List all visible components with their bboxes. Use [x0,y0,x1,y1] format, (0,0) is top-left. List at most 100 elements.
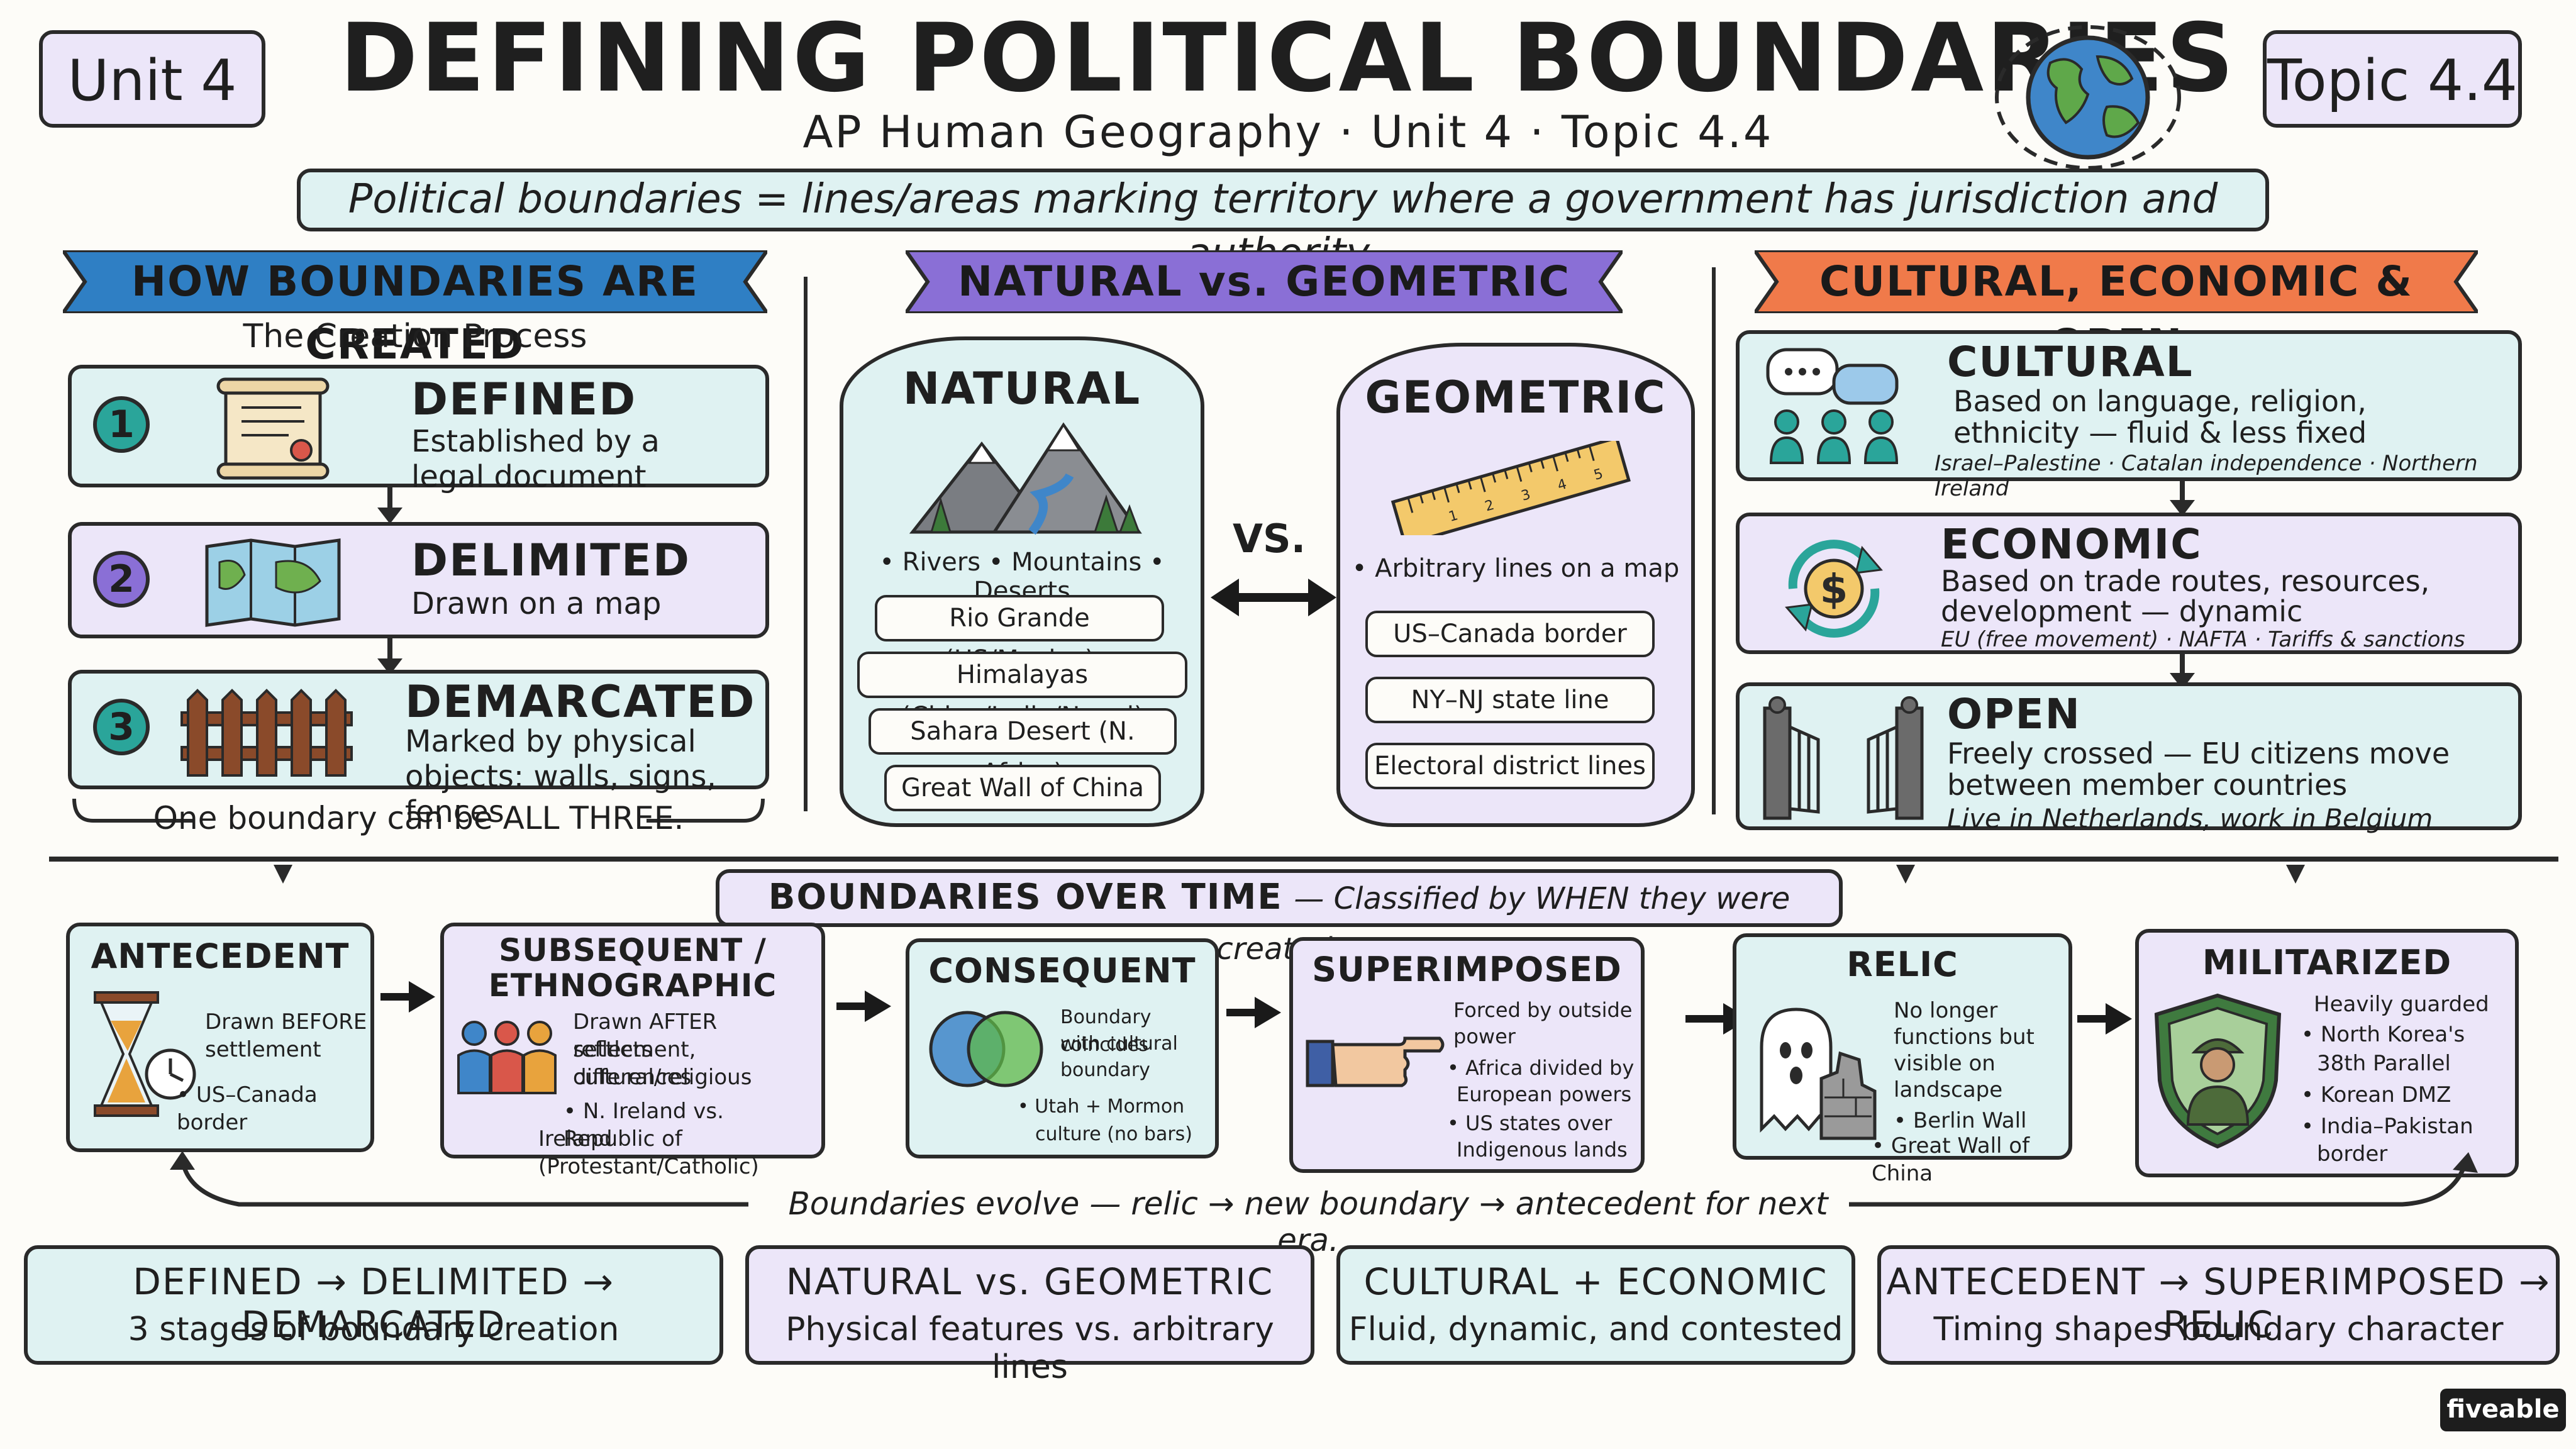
open-gate-icon [1763,696,1924,820]
step-desc: Drawn on a map [411,586,662,621]
double-arrow-icon [1211,579,1336,616]
timeline-card-text: border [2317,1141,2388,1167]
timeline-card-text: No longer [1894,998,1998,1023]
timeline-card-subsequent: SUBSEQUENT / ETHNOGRAPHIC Drawn AFTER se… [440,923,825,1179]
timeline-card-text: • N. Ireland vs. Republic of [564,1099,724,1152]
timeline-card-consequent: CONSEQUENT Boundary coincides with cultu… [906,938,1219,1158]
evolve-loop-arrow [170,1151,2478,1207]
banner-creation: HOW BOUNDARIES ARE CREATED [63,250,767,369]
timeline-card-antecedent: ANTECEDENT Drawn BEFORE settlement • US–… [66,923,374,1152]
step-desc: Established by a legal document [411,424,660,494]
step-title: DELIMITED [411,535,691,586]
cultural-desc: ethnicity — fluid & less fixed [1953,416,2367,450]
timeline-card-text: Drawn BEFORE [205,1009,367,1035]
banner-natgeo: NATURAL vs. GEOMETRIC [906,250,1623,313]
summary-title: NATURAL vs. GEOMETRIC [786,1260,1274,1303]
bracket-icon [72,798,765,823]
step-title: DEMARCATED [405,676,756,728]
definition-box: Political boundaries = lines/areas marki… [297,169,2269,277]
small-down-arrow-icon [1896,865,1915,884]
right-arrow-icon [1226,997,1281,1028]
economic-card: $ ECONOMIC Based on trade routes, resour… [1736,513,2522,654]
diverse-people-icon [457,1021,557,1094]
ruler-icon: 1 2 3 4 5 [1391,441,1631,535]
timeline-card-text: • Berlin Wall [1894,1108,2027,1133]
timeline-card-text: • Great Wall of China [1872,1133,2030,1186]
timeline-card-text: power [1453,1024,1516,1048]
geometric-features: • Arbitrary lines on a map [1352,554,1680,583]
step-delimited: 2 DELIMITED Drawn on a map [68,522,769,638]
vs-label: VS. [1233,516,1306,562]
geometric-title: GEOMETRIC [1365,372,1667,423]
timeline-card-relic: RELIC No longer functions but visible on… [1733,933,2072,1186]
timeline-card-text: Indigenous lands [1457,1138,1628,1162]
cultural-examples: Israel–Palestine · Catalan independence … [1935,451,2478,501]
economic-desc: Based on trade routes, resources, [1941,564,2430,598]
fence-icon [180,689,353,777]
step-number: 3 [93,699,150,755]
timeline-header: BOUNDARIES OVER TIME — Classified by WHE… [716,869,1843,967]
open-title: OPEN [1947,690,2081,738]
step-desc: Marked by physical objects: walls, signs… [405,724,716,830]
small-down-arrow-icon [2286,865,2305,884]
banner-cultural: CULTURAL, ECONOMIC & OPEN [1755,250,2478,369]
fiveable-logo: fiveable [2440,1389,2566,1431]
timeline-card-text: • Africa divided by [1447,1056,1635,1080]
timeline-card-text: • North Korea's [2301,1022,2465,1047]
banner-natgeo-label: NATURAL vs. GEOMETRIC [957,257,1571,306]
down-arrow-icon [2170,481,2195,516]
geometric-example: NY–NJ state line [1365,677,1655,723]
summary-sub: Timing shapes boundary character [1933,1311,2504,1348]
natural-example: Rio Grande (US/Mexico) [875,595,1164,674]
summary-title: CULTURAL + ECONOMIC [1363,1260,1828,1303]
pointing-hand-icon [1306,1036,1445,1087]
geometric-panel: GEOMETRIC 1 2 3 4 5 • Arbitrary lines on… [1336,343,1695,827]
step-defined: 1 DEFINED Established by a legal documen… [68,365,769,494]
globe-icon [1995,25,2181,170]
dollar-cycle-icon: $ [1785,540,1883,638]
right-arrow-icon [2077,1003,2132,1035]
ruler-number: 5 [1592,466,1604,484]
natural-features: • Rivers • Mountains • Deserts [879,548,1165,606]
evolve-caption: Boundaries evolve — relic → new boundary… [788,1185,1828,1258]
mountain-icon [909,422,1142,535]
summary-sub: Physical features vs. arbitrary lines [786,1311,1274,1386]
down-arrow-icon [2170,654,2195,689]
timeline-card-text: • Korean DMZ [2301,1082,2451,1108]
right-arrow-icon [836,991,891,1022]
timeline-card-text: Drawn AFTER settlement, [573,1009,718,1062]
ghost-ruins-icon [1760,1008,1877,1140]
step-title: DEFINED [411,374,637,425]
natural-example: Great Wall of China [884,765,1161,811]
timeline-card-text: • Utah + Mormon [1018,1096,1185,1118]
timeline-card-text: visible on [1894,1051,1996,1076]
summary-title: ANTECEDENT → SUPERIMPOSED → RELIC [1886,1260,2551,1346]
timeline-divider [49,857,2558,862]
ruler-number: 3 [1519,487,1532,504]
ruler-number: 1 [1447,508,1460,525]
natural-example: Himalayas (China/India/Nepal) [857,652,1187,731]
timeline-card-militarized: MILITARIZED Heavily guarded • North Kore… [2135,929,2519,1177]
page-subtitle: AP Human Geography · Unit 4 · Topic 4.4 [802,106,1774,158]
creation-subheading: The Creation Process [243,318,587,355]
cultural-title: CULTURAL [1947,338,2194,386]
open-examples: Live in Netherlands, work in Belgium [1947,803,2433,834]
cultural-desc: Based on language, religion, [1953,384,2367,418]
people-speech-icon [1766,348,1899,464]
summary-card: ANTECEDENT → SUPERIMPOSED → RELIC Timing… [1877,1245,2560,1365]
ruler-number: 2 [1483,497,1496,515]
banner-creation-label: HOW BOUNDARIES ARE CREATED [131,257,699,369]
timeline-card-text: Ireland (Protestant/Catholic) [538,1126,759,1179]
natural-title: NATURAL [902,363,1141,414]
timeline-card-text: reflects cultural/religious [573,1037,752,1090]
timeline-card-title: MILITARIZED [2202,943,2452,982]
small-down-arrow-icon [274,865,292,884]
timeline-card-text: • India–Pakistan [2301,1114,2473,1139]
down-arrow-icon [377,638,402,675]
scroll-document-icon [216,377,330,480]
timeline-header-title: BOUNDARIES OVER TIME [768,877,1283,918]
timeline-card-superimposed: SUPERIMPOSED Forced by outside power • A… [1289,937,1645,1173]
summary-title: DEFINED → DELIMITED → DEMARCATED [133,1260,614,1346]
open-desc: Freely crossed — EU citizens move [1947,736,2450,770]
timeline-card-text: settlement [205,1037,321,1062]
